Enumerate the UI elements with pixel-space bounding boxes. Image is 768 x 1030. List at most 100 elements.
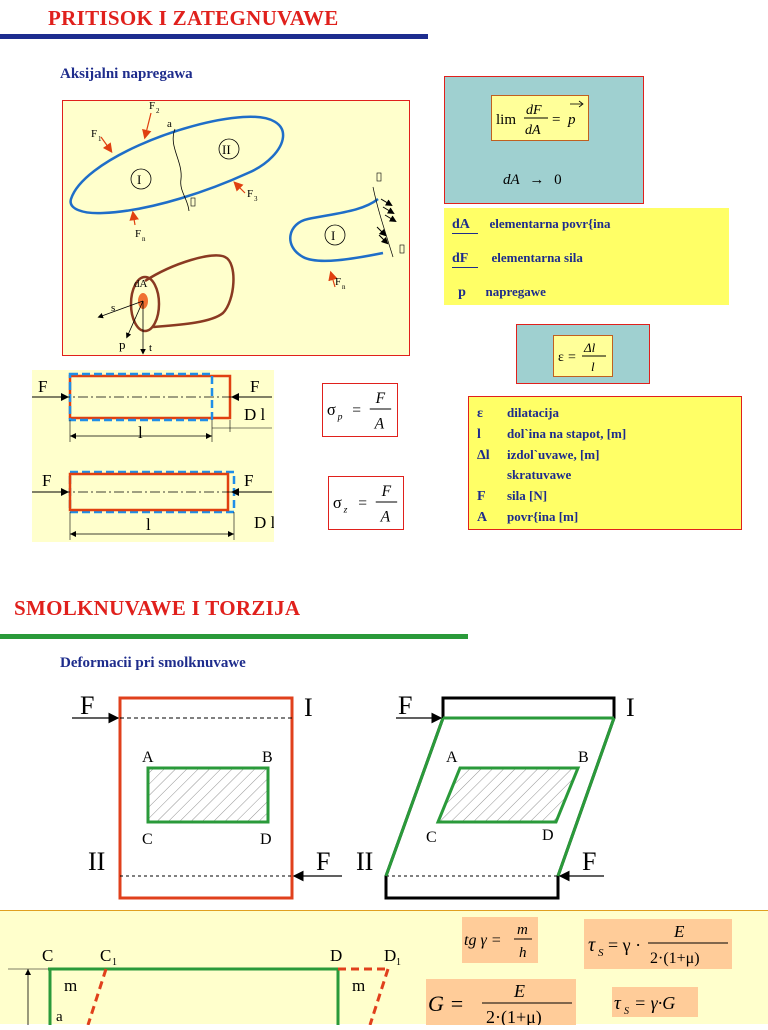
G-formula: G = E 2·(1+μ) [426,979,576,1028]
svg-text:dA: dA [525,123,541,138]
body-outline [69,115,285,215]
svg-text:A: A [374,416,385,433]
torsion-panel: C C 1 D D 1 m m a tg γ = m h τ S = γ · E… [0,910,768,1028]
shear-deformation-diagrams: F I II F A B C D F I II F A B C D [72,691,635,900]
svg-text:m: m [352,976,365,995]
svg-text:=: = [568,350,576,365]
title-underline-green [0,634,468,639]
svg-text:D l: D l [244,405,266,424]
legend-p: p napregawe [458,284,546,300]
limit-condition: dA → 0 [503,172,562,188]
svg-text:F: F [42,471,51,490]
svg-text:I: I [331,228,335,243]
svg-text:D l: D l [254,513,274,532]
svg-text:p: p [567,112,576,128]
svg-text:m: m [517,922,528,938]
svg-text:I: I [304,693,313,722]
svg-text:B: B [578,749,589,766]
limit-formula-box: lim dF dA = p dA → 0 [444,76,644,204]
svg-text:C: C [426,829,437,846]
section-title-pritisok: PRITISOK I ZATEGNUVAWE [48,6,339,30]
svg-text:F: F [398,691,412,720]
svg-text:F: F [250,377,259,396]
svg-text:C: C [100,946,111,965]
svg-text:3: 3 [254,195,258,203]
svg-text:h: h [519,945,527,961]
svg-text:S: S [598,947,604,959]
svg-text:Δl: Δl [583,340,596,355]
section-subtitle-deformacii: Deformacii pri smolknuvawe [60,655,246,671]
svg-text:s: s [111,302,115,314]
strain-formula-box: ε = Δl l [516,324,650,384]
bar-diagrams: F F l D l F F l D l [32,370,276,542]
sigma-z-formula: σ z = F A [328,476,404,530]
svg-text:II: II [88,847,105,876]
svg-text:l: l [146,515,151,534]
svg-text:F: F [80,691,94,720]
svg-text:tg γ =: tg γ = [464,932,502,949]
svg-text:A: A [380,509,391,526]
svg-text:F: F [335,276,341,288]
svg-text:A: A [446,749,458,766]
svg-text:A: A [142,749,154,766]
svg-text:F: F [381,483,392,500]
cut-label-a: a [167,118,172,130]
svg-text:l: l [591,359,595,374]
region-II-label: II [222,142,231,157]
svg-text:lim: lim [496,112,516,128]
svg-text:C: C [42,946,53,965]
section-title-smolknuvawe: SMOLKNUVAWE I TORZIJA [14,596,301,620]
svg-text:F: F [38,377,47,396]
svg-text:τ: τ [588,934,596,956]
axial-stress-diagram: I II a F 1 F 2 F 3 F n I F n dA [62,100,410,356]
cyl-dA-label: dA [134,278,148,290]
legend-dA: dA elementarna povr{ina [452,216,611,234]
svg-text:2·(1+μ): 2·(1+μ) [486,1007,542,1025]
svg-text:t: t [149,342,152,354]
svg-text:p: p [119,337,126,352]
svg-text:I: I [626,693,635,722]
svg-text:τ: τ [614,993,622,1014]
sigma-p-formula: σ p = F A [322,383,398,437]
svg-text:G =: G = [428,991,464,1016]
svg-text:m: m [64,976,77,995]
svg-text:=: = [358,495,367,512]
svg-text:F: F [247,188,253,200]
svg-text:n: n [142,235,146,243]
svg-text:E: E [513,981,525,1001]
svg-text:z: z [343,505,348,516]
svg-text:B: B [262,749,273,766]
axial-stress-svg: I II a F 1 F 2 F 3 F n I F n dA [69,100,405,355]
svg-text:2·(1+μ): 2·(1+μ) [650,950,700,967]
tau-s-formula-2: τ S = γ·G [612,987,698,1017]
section-subtitle-aksijalni: Aksijalni napregawa [60,66,193,82]
svg-text:II: II [356,847,373,876]
svg-text:C: C [142,831,153,848]
svg-text:F: F [91,128,97,140]
legend-stress: dA elementarna povr{ina dF elementarna s… [444,208,729,305]
svg-text:ε: ε [558,350,564,365]
svg-text:=: = [552,112,560,128]
svg-text:dF: dF [526,103,542,118]
legend-skratuvawe: skratuvawe [507,467,572,482]
svg-text:F: F [135,228,141,240]
svg-text:1: 1 [112,957,117,968]
svg-text:1: 1 [98,135,102,143]
title-underline-blue [0,34,428,39]
svg-text:F: F [316,847,330,876]
svg-text:S: S [624,1006,629,1017]
svg-text:2: 2 [156,107,160,115]
svg-text:n: n [342,283,346,291]
limit-formula: lim dF dA = p [491,95,589,141]
svg-text:E: E [673,922,685,941]
svg-text:σ: σ [333,493,342,512]
svg-text:D: D [260,831,272,848]
svg-text:F: F [149,101,155,112]
strain-formula: ε = Δl l [553,335,613,377]
